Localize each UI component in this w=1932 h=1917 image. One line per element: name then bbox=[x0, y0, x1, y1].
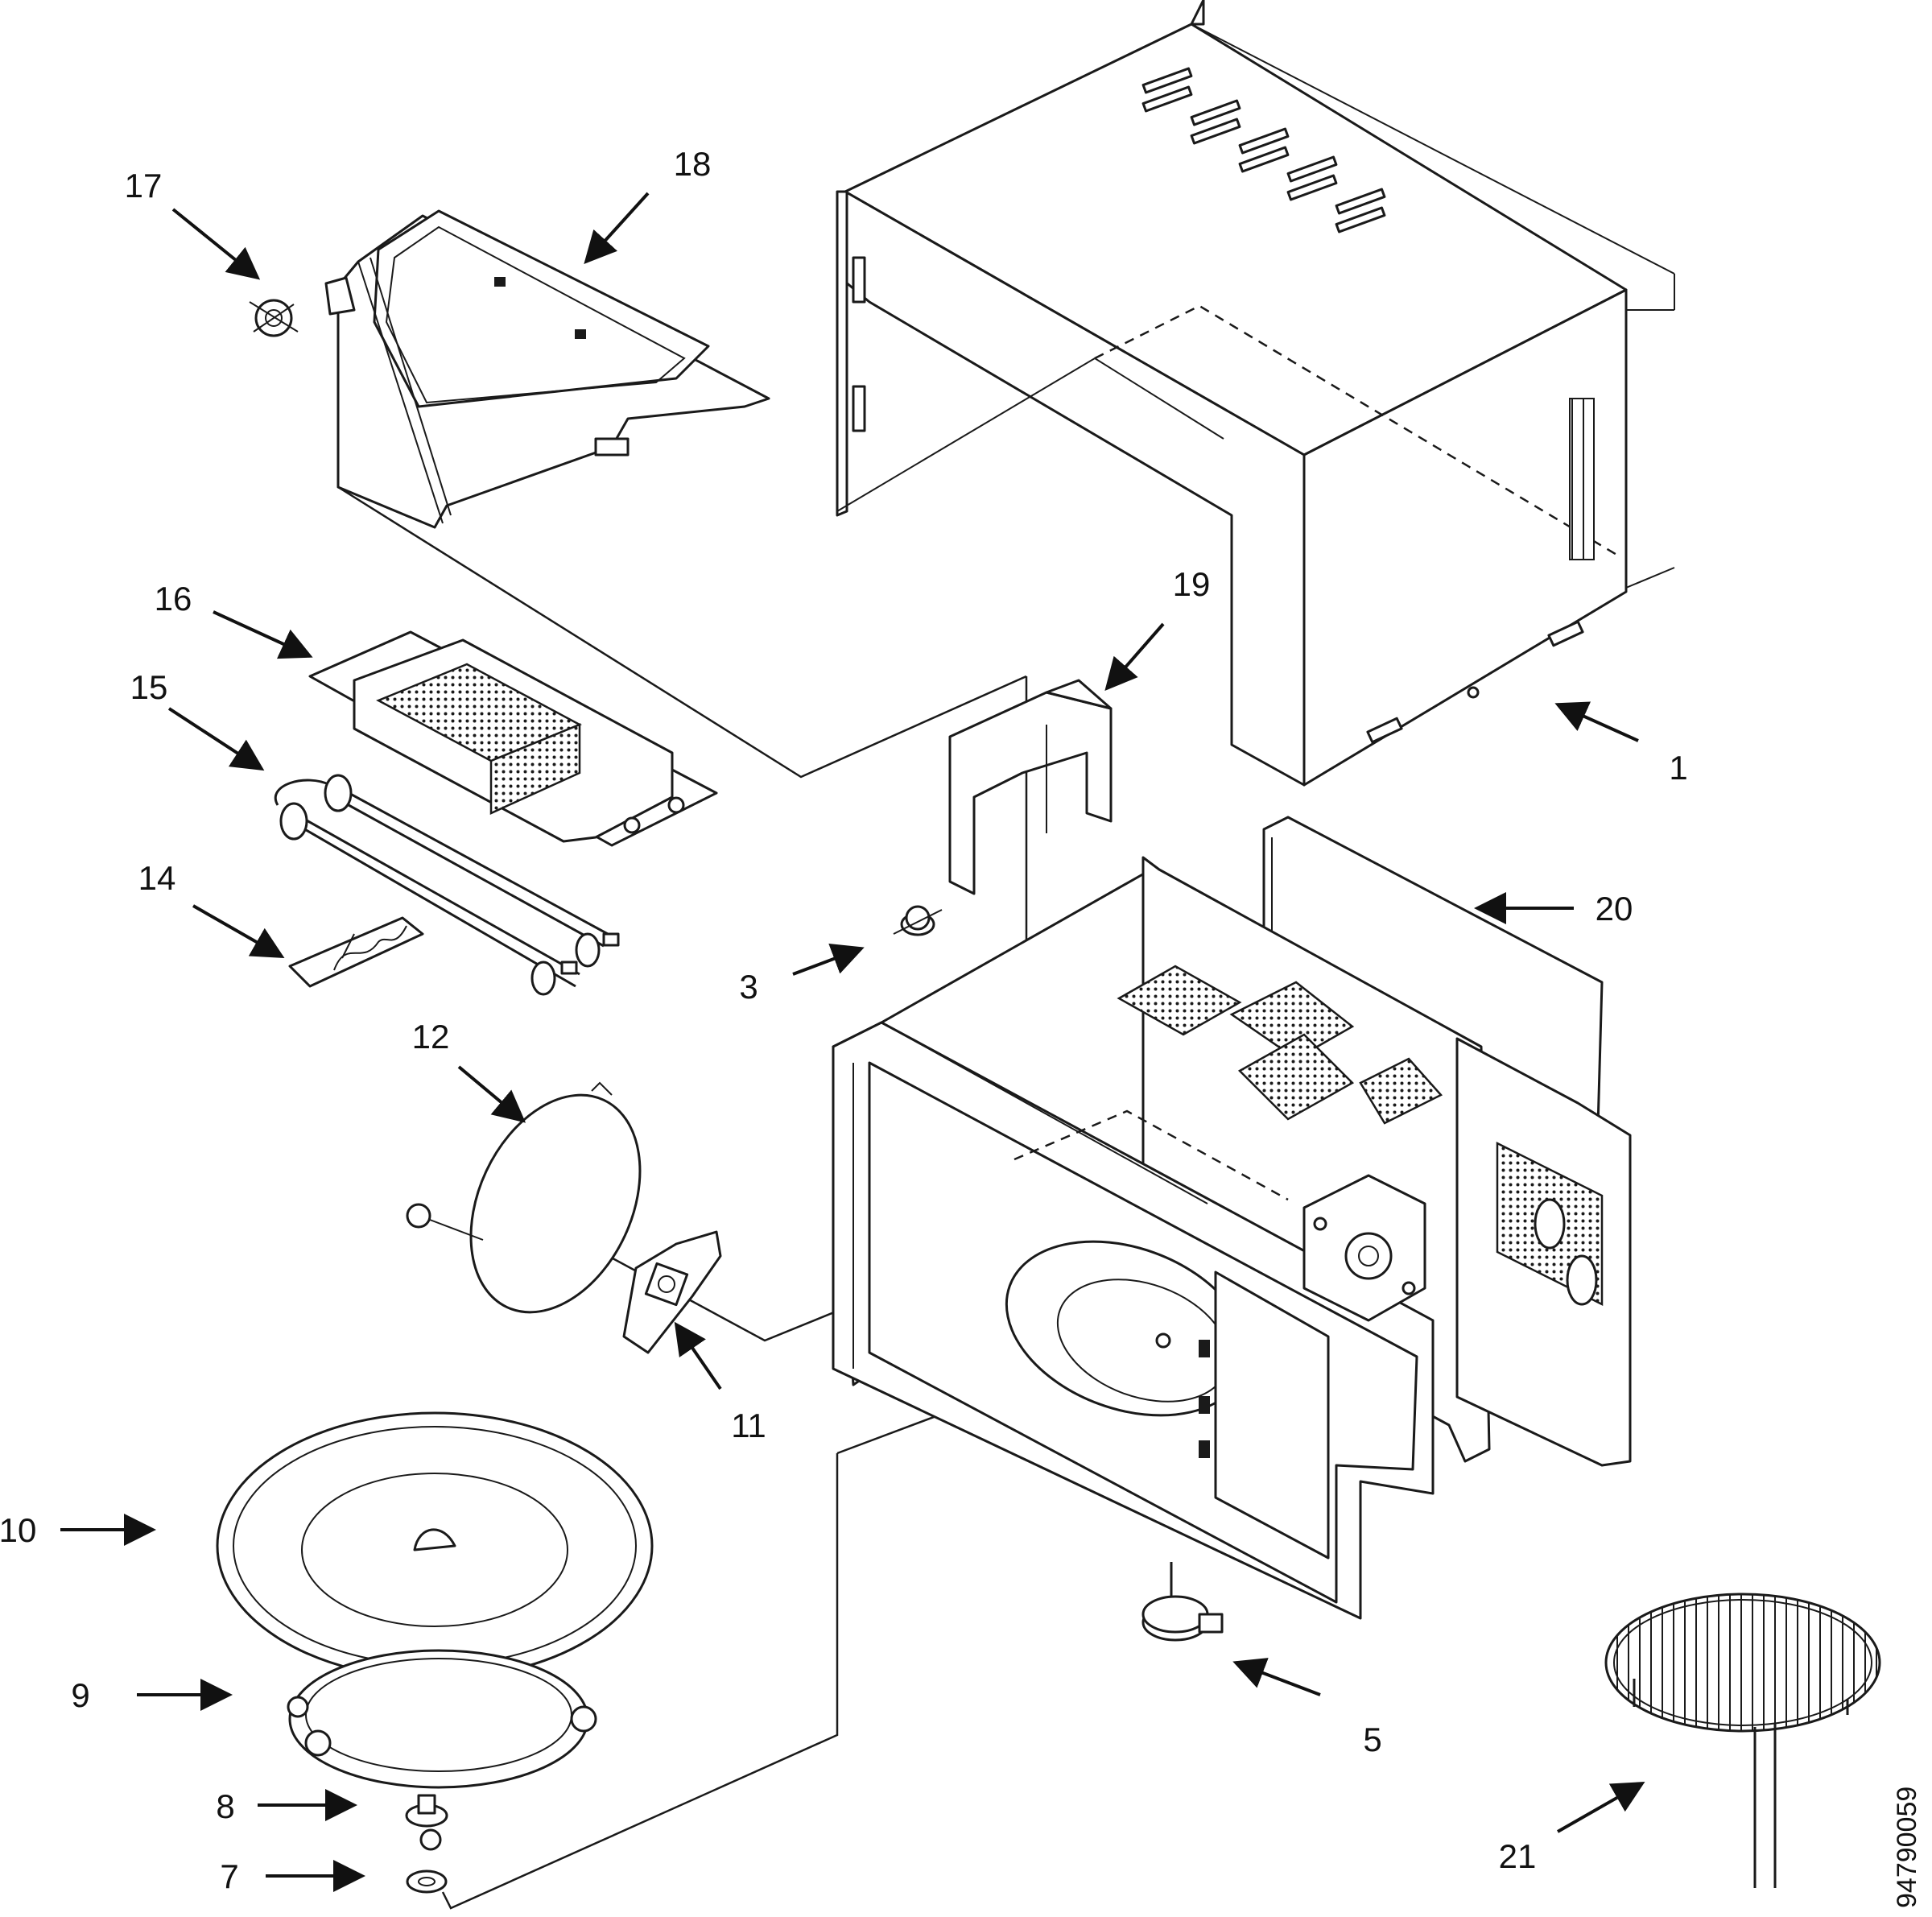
callout-21: 21 bbox=[1499, 1837, 1537, 1875]
top-vent-slots bbox=[1141, 67, 1386, 233]
callout-arrows bbox=[60, 192, 1645, 1892]
arrow-15 bbox=[167, 707, 265, 771]
side-vent-slots bbox=[1569, 398, 1595, 560]
stirrer-coupler bbox=[622, 1230, 722, 1354]
arrow-12 bbox=[457, 1065, 526, 1123]
callout-17: 17 bbox=[125, 167, 163, 205]
magnetron bbox=[1302, 1174, 1426, 1322]
grill-rack bbox=[1604, 1593, 1881, 1888]
callout-18: 18 bbox=[674, 145, 712, 183]
drawing-code: 94790059 bbox=[1892, 1787, 1922, 1908]
callout-11: 11 bbox=[731, 1407, 766, 1444]
callout-12: 12 bbox=[412, 1018, 450, 1056]
callout-15: 15 bbox=[130, 668, 168, 706]
grill-heater-housing bbox=[308, 630, 718, 847]
callout-8: 8 bbox=[216, 1787, 234, 1825]
roller-ring bbox=[287, 1649, 597, 1789]
waveguide-cover bbox=[324, 209, 770, 529]
arrow-21 bbox=[1557, 1782, 1645, 1833]
arrow-19 bbox=[1104, 622, 1165, 692]
shaft-seal bbox=[406, 1869, 448, 1894]
callout-14: 14 bbox=[138, 859, 176, 897]
outer-cabinet bbox=[836, 0, 1675, 787]
arrow-11 bbox=[674, 1321, 722, 1390]
oven-cavity bbox=[832, 856, 1632, 1620]
stirrer-cover bbox=[406, 1081, 642, 1314]
callout-labels: 1 3 5 7 8 9 10 11 12 14 15 16 17 18 19 2… bbox=[0, 145, 1688, 1895]
glass-turntable-tray bbox=[216, 1411, 654, 1680]
drive-coupler bbox=[405, 1794, 448, 1851]
turntable-motor bbox=[1141, 1562, 1224, 1642]
heater-bracket bbox=[288, 916, 424, 988]
thermal-cutout-3 bbox=[893, 905, 943, 936]
arrow-16 bbox=[213, 610, 313, 659]
thermal-cutout-17 bbox=[249, 299, 299, 337]
waveguide-shield bbox=[948, 679, 1113, 895]
arrow-1 bbox=[1554, 701, 1639, 742]
arrow-17 bbox=[171, 208, 261, 280]
callout-20: 20 bbox=[1596, 890, 1633, 928]
arrow-5 bbox=[1232, 1658, 1321, 1696]
callout-1: 1 bbox=[1669, 749, 1687, 787]
callout-9: 9 bbox=[71, 1676, 89, 1714]
arrow-14 bbox=[192, 904, 285, 958]
arrow-18 bbox=[584, 192, 650, 264]
callout-7: 7 bbox=[220, 1857, 238, 1895]
callout-3: 3 bbox=[739, 968, 758, 1006]
callout-10: 10 bbox=[0, 1511, 36, 1549]
callout-5: 5 bbox=[1363, 1721, 1381, 1758]
heater-element bbox=[274, 774, 620, 996]
callout-16: 16 bbox=[155, 580, 192, 618]
callout-19: 19 bbox=[1173, 565, 1211, 603]
top-vent-panels bbox=[1117, 965, 1443, 1125]
arrow-3 bbox=[792, 943, 865, 976]
